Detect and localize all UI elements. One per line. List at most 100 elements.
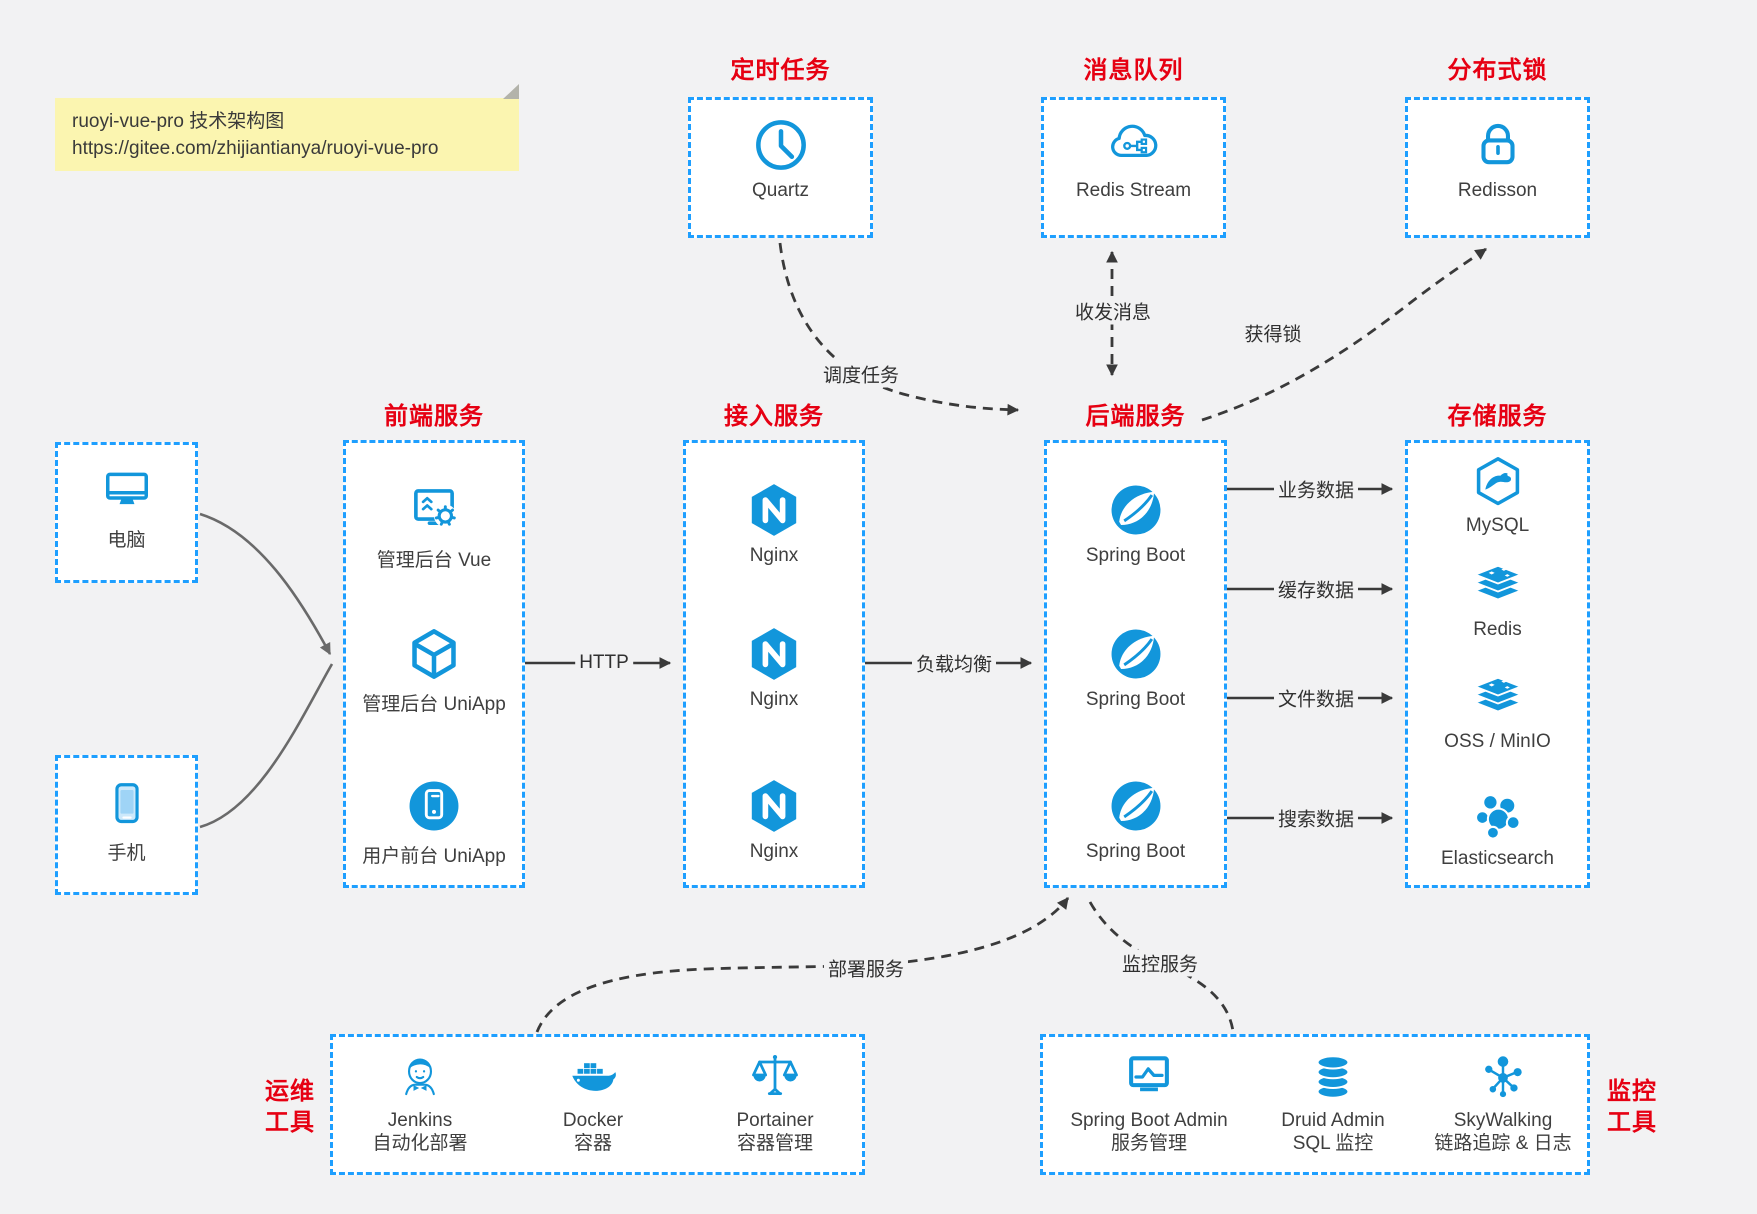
group-box-scheduled-task: Quartz [688, 97, 873, 238]
uniapp-cube-icon [405, 625, 463, 683]
elasticsearch-icon [1471, 788, 1525, 842]
node-desc: 容器管理 [736, 1133, 813, 1154]
node-label: 管理后台 Vue [376, 550, 492, 571]
node-druid-admin: Druid Admin SQL 监控 [1243, 1051, 1423, 1155]
node-desc: 链路追踪 & 日志 [1434, 1133, 1572, 1154]
edge-label-send-receive-message: 收发消息 [1070, 297, 1156, 325]
node-name: Jenkins [387, 1110, 453, 1131]
node-name: Druid Admin [1281, 1110, 1385, 1131]
node-label: MySQL [1465, 515, 1530, 536]
node-label: 电脑 [107, 530, 146, 551]
edge-label-deploy-service: 部署服务 [823, 954, 909, 982]
node-desc: 服务管理 [1110, 1133, 1187, 1154]
node-label: Nginx [749, 545, 799, 566]
node-label: Nginx [749, 689, 799, 710]
edge-label-schedule-task: 调度任务 [818, 360, 904, 388]
monitor-tools-title-line1: 监控 [1607, 1078, 1657, 1105]
node-name: Portainer [736, 1110, 814, 1131]
node-desktop: 电脑 [58, 463, 195, 552]
node-label: Redis [1473, 619, 1522, 640]
node-label: Spring Boot [1085, 689, 1186, 710]
node-label: 手机 [107, 843, 146, 864]
spring-boot-icon [1107, 625, 1165, 683]
group-title-frontend: 前端服务 [384, 403, 484, 430]
edge-label-search-data: 搜索数据 [1273, 804, 1359, 832]
node-user-uniapp: 用户前台 UniApp [346, 777, 522, 868]
group-box-distributed-lock: Redisson [1405, 97, 1590, 238]
node-oss-minio: OSS / MinIO [1408, 671, 1587, 753]
ops-tools-title-line1: 运维 [265, 1078, 315, 1105]
node-elasticsearch: Elasticsearch [1408, 788, 1587, 870]
nginx-icon [745, 777, 803, 835]
node-label: Spring Boot [1085, 545, 1186, 566]
spring-boot-icon [1107, 481, 1165, 539]
edge-label-business-data: 业务数据 [1273, 475, 1359, 503]
node-phone: 手机 [58, 776, 195, 865]
group-title-message-queue: 消息队列 [1083, 57, 1184, 84]
node-redis: Redis [1408, 559, 1587, 641]
clock-icon [752, 116, 810, 174]
edge-label-file-data: 文件数据 [1273, 684, 1359, 712]
node-quartz: Quartz [691, 116, 870, 202]
docker-icon [567, 1051, 619, 1103]
node-spring-boot-3: Spring Boot [1047, 777, 1224, 863]
edge-label-load-balance: 负载均衡 [911, 649, 997, 677]
note-corner-fold [503, 84, 519, 99]
edge-desktop-to-frontend [199, 512, 332, 656]
node-spring-boot-1: Spring Boot [1047, 481, 1224, 567]
desktop-icon [99, 463, 155, 519]
node-nginx-2: Nginx [686, 625, 862, 711]
sticky-note: ruoyi-vue-pro 技术架构图 https://gitee.com/zh… [55, 84, 519, 171]
group-title-access: 接入服务 [724, 403, 824, 430]
node-nginx-1: Nginx [686, 481, 862, 567]
edge-label-monitor-service: 监控服务 [1117, 949, 1203, 977]
node-nginx-3: Nginx [686, 777, 862, 863]
client-box-desktop: 电脑 [55, 442, 198, 583]
admin-vue-icon [405, 481, 463, 539]
node-label: Elasticsearch [1441, 848, 1554, 869]
edge-label-cache-data: 缓存数据 [1273, 575, 1359, 603]
edge-phone-to-frontend [199, 663, 334, 829]
node-desc: 容器 [573, 1133, 612, 1154]
node-spring-boot-2: Spring Boot [1047, 625, 1224, 711]
node-label: Quartz [751, 180, 810, 201]
skywalking-icon [1477, 1051, 1529, 1103]
portainer-icon [749, 1051, 801, 1103]
group-box-frontend: 管理后台 Vue 管理后台 UniApp 用户前台 UniApp [343, 440, 525, 888]
node-label: Nginx [749, 841, 799, 862]
ops-tools-title: 运维 工具 [243, 1076, 337, 1138]
node-label: 管理后台 UniApp [362, 694, 506, 715]
nginx-icon [745, 481, 803, 539]
cloud-network-icon [1105, 116, 1163, 174]
node-label: Redisson [1457, 180, 1538, 201]
spring-boot-icon [1107, 777, 1165, 835]
nginx-icon [745, 625, 803, 683]
node-label: OSS / MinIO [1444, 731, 1551, 752]
ops-tools-title-line2: 工具 [265, 1109, 315, 1136]
node-name: Docker [562, 1110, 624, 1131]
edge-label-http: HTTP [575, 652, 633, 674]
node-admin-vue: 管理后台 Vue [346, 481, 522, 572]
node-redisson: Redisson [1408, 116, 1587, 202]
group-title-storage: 存储服务 [1447, 403, 1548, 430]
group-title-scheduled-task: 定时任务 [730, 57, 831, 84]
group-box-access: Nginx Nginx Nginx [683, 440, 865, 888]
node-name: SkyWalking [1453, 1110, 1553, 1131]
group-box-ops-tools: Jenkins 自动化部署 Docker 容器 Portainer 容器管理 [330, 1034, 865, 1175]
monitor-tools-title: 监控 工具 [1585, 1076, 1679, 1138]
druid-icon [1307, 1051, 1359, 1103]
node-redis-stream: Redis Stream [1044, 116, 1223, 202]
group-title-distributed-lock: 分布式锁 [1447, 57, 1548, 84]
group-box-message-queue: Redis Stream [1041, 97, 1226, 238]
monitor-tools-title-line2: 工具 [1607, 1109, 1657, 1136]
node-jenkins: Jenkins 自动化部署 [330, 1051, 510, 1155]
group-title-backend: 后端服务 [1085, 403, 1186, 430]
note-url: https://gitee.com/zhijiantianya/ruoyi-vu… [72, 138, 439, 159]
node-spring-boot-admin: Spring Boot Admin 服务管理 [1059, 1051, 1239, 1155]
node-desc: SQL 监控 [1292, 1133, 1374, 1154]
object-storage-icon [1471, 671, 1525, 725]
node-desc: 自动化部署 [372, 1133, 468, 1154]
client-box-phone: 手机 [55, 755, 198, 895]
user-uniapp-icon [405, 777, 463, 835]
